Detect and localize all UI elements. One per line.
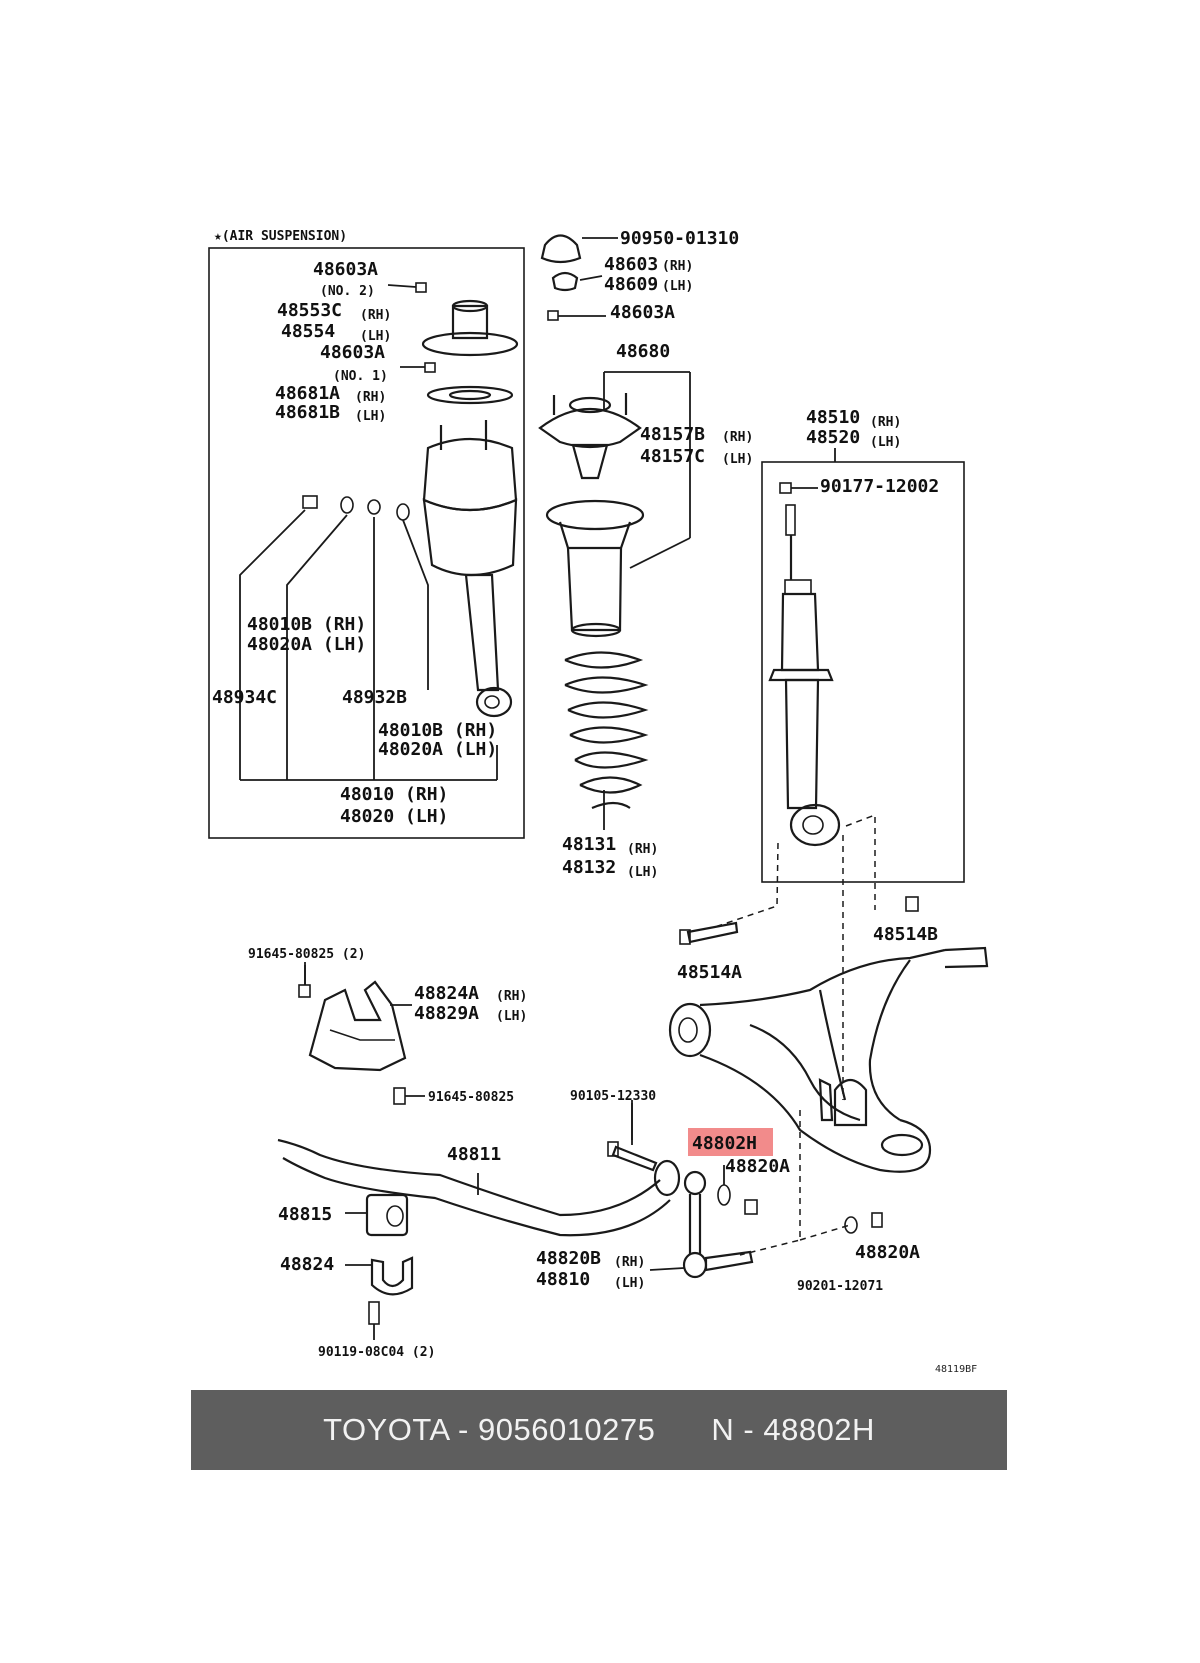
label-48514a: 48514A — [677, 962, 742, 983]
label-48932b: 48932B — [342, 687, 407, 708]
label-48020a-b: 48020A (LH) — [378, 739, 497, 760]
label-lh: (LH) — [870, 435, 901, 450]
part-number-banner: TOYOTA - 9056010275 N - 48802H — [191, 1390, 1007, 1470]
label-no2: (NO. 2) — [320, 284, 375, 299]
label-rh: (RH) — [496, 989, 527, 1004]
label-48520: 48520 — [806, 427, 860, 448]
label-48820b: 48820B — [536, 1248, 601, 1269]
label-90950-01310: 90950-01310 — [620, 228, 739, 249]
label-no1: (NO. 1) — [333, 369, 388, 384]
label-48020a-a: 48020A (LH) — [247, 634, 366, 655]
label-90177-12002: 90177-12002 — [820, 476, 939, 497]
label-48603a-no2: 48603A — [313, 259, 378, 280]
label-rh: (RH) — [614, 1255, 645, 1270]
lower-control-arm-drawing — [668, 946, 989, 1173]
label-lh: (LH) — [627, 865, 658, 880]
section-title: ★(AIR SUSPENSION) — [214, 229, 347, 244]
label-48802h: 48802H — [692, 1133, 757, 1154]
label-48680: 48680 — [616, 341, 670, 362]
label-48811: 48811 — [447, 1144, 501, 1165]
label-48010b-a: 48010B (RH) — [247, 614, 366, 635]
shock-absorber-drawing — [768, 482, 841, 847]
label-rh: (RH) — [355, 390, 386, 405]
label-48815: 48815 — [278, 1204, 332, 1225]
label-lh: (LH) — [614, 1276, 645, 1291]
label-48681a: 48681A — [275, 383, 340, 404]
label-91645-80825-2: 91645-80825 (2) — [248, 947, 365, 962]
label-48810: 48810 — [536, 1269, 590, 1290]
coil-spring-drawing — [564, 651, 649, 810]
label-90201-12071: 90201-12071 — [797, 1279, 883, 1294]
air-fittings-drawing — [302, 495, 410, 521]
label-48554: 48554 — [281, 321, 335, 342]
label-90105-12330: 90105-12330 — [570, 1089, 656, 1104]
label-48157b: 48157B — [640, 424, 705, 445]
bump-stop-boot-drawing — [545, 499, 645, 638]
shock-absorber-box — [761, 461, 965, 883]
label-48829a: 48829A — [414, 1003, 479, 1024]
lower-leaders — [304, 962, 633, 1140]
label-lh: (LH) — [355, 409, 386, 424]
label-48553c: 48553C — [277, 300, 342, 321]
label-lh: (LH) — [360, 329, 391, 344]
stabilizer-link-drawing — [649, 1165, 883, 1279]
stabilizer-bracket-drawing — [298, 965, 425, 1105]
air-suspension-box — [208, 247, 525, 839]
label-91645-80825: 91645-80825 — [428, 1090, 514, 1105]
banner-brand-part: TOYOTA - 9056010275 — [323, 1412, 656, 1447]
label-48603a-right: 48603A — [610, 302, 675, 323]
label-48020: 48020 (LH) — [340, 806, 448, 827]
stabilizer-bar-drawing — [277, 1100, 681, 1237]
label-rh: (RH) — [870, 415, 901, 430]
label-48820a-2: 48820A — [855, 1242, 920, 1263]
label-lh: (LH) — [662, 279, 693, 294]
label-48510: 48510 — [806, 407, 860, 428]
label-90119-08c04: 90119-08C04 (2) — [318, 1345, 435, 1360]
label-48603a-no1: 48603A — [320, 342, 385, 363]
figure-code: 48119BF — [935, 1364, 977, 1375]
label-48681b: 48681B — [275, 402, 340, 423]
label-48609: 48609 — [604, 274, 658, 295]
lower-arm-bolts-drawing — [679, 896, 919, 945]
highlight-48802h — [688, 1128, 773, 1156]
label-rh: (RH) — [662, 259, 693, 274]
center-leaders — [558, 237, 691, 830]
strut-mount-drawing — [538, 234, 642, 480]
label-lh: (LH) — [496, 1009, 527, 1024]
label-48157c: 48157C — [640, 446, 705, 467]
label-rh: (RH) — [722, 430, 753, 445]
label-lh: (LH) — [722, 452, 753, 467]
label-48514b: 48514B — [873, 924, 938, 945]
label-rh: (RH) — [360, 308, 391, 323]
air-spring-assembly-drawing — [415, 282, 519, 718]
bushing-clamp-drawing — [345, 1193, 414, 1340]
label-48131: 48131 — [562, 834, 616, 855]
label-48010: 48010 (RH) — [340, 784, 448, 805]
label-48010b-b: 48010B (RH) — [378, 720, 497, 741]
label-48132: 48132 — [562, 857, 616, 878]
label-48820a-1: 48820A — [725, 1156, 790, 1177]
dashed-guides — [711, 813, 876, 1256]
label-48824a: 48824A — [414, 983, 479, 1004]
label-48934c: 48934C — [212, 687, 277, 708]
label-rh: (RH) — [627, 842, 658, 857]
banner-reference: N - 48802H — [711, 1412, 875, 1447]
label-48603: 48603 — [604, 254, 658, 275]
air-box-leaders — [239, 284, 498, 781]
part-labels: 48603A (NO. 2) 48553C (RH) 48554 (LH) 48… — [212, 228, 977, 1375]
label-48824: 48824 — [280, 1254, 334, 1275]
